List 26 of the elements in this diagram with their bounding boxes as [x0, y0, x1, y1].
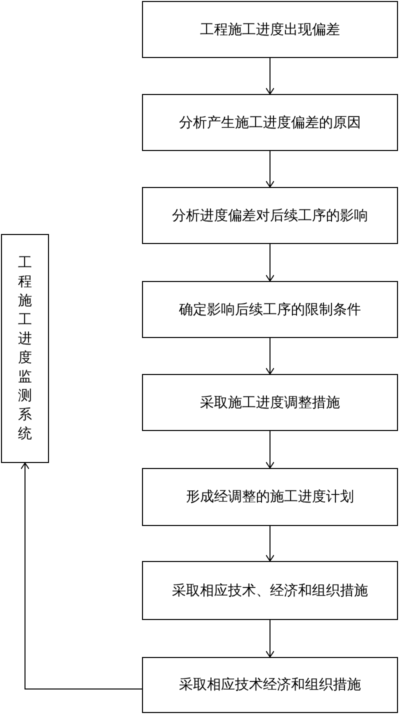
process-box — [142, 281, 398, 338]
process-box — [142, 561, 398, 620]
arrow — [266, 58, 274, 94]
box-text: 工程施工进度监测系统 — [18, 254, 32, 444]
arrow — [266, 620, 274, 658]
arrow — [20, 462, 142, 690]
process-box — [142, 94, 398, 151]
box-text: 采取相应技术经济和组织措施 — [179, 676, 361, 694]
process-box — [142, 1, 398, 58]
box-text: 采取相应技术、经济和组织措施 — [172, 582, 368, 600]
arrow — [266, 430, 274, 468]
process-box — [142, 657, 398, 713]
process-box — [142, 374, 398, 431]
box-text: 工程施工进度出现偏差 — [200, 20, 340, 38]
box-text: 分析进度偏差对后续工序的影响 — [172, 206, 368, 224]
arrow — [266, 338, 274, 374]
arrow — [266, 526, 274, 562]
system-box — [1, 234, 49, 463]
box-text: 确定影响后续工序的限制条件 — [179, 300, 361, 318]
process-box — [142, 187, 398, 244]
arrow — [266, 150, 274, 188]
arrow — [266, 244, 274, 282]
box-text: 分析产生施工进度偏差的原因 — [179, 114, 361, 132]
box-text: 形成经调整的施工进度计划 — [186, 488, 354, 506]
box-text: 采取施工进度调整措施 — [200, 394, 340, 412]
process-box — [142, 468, 398, 526]
